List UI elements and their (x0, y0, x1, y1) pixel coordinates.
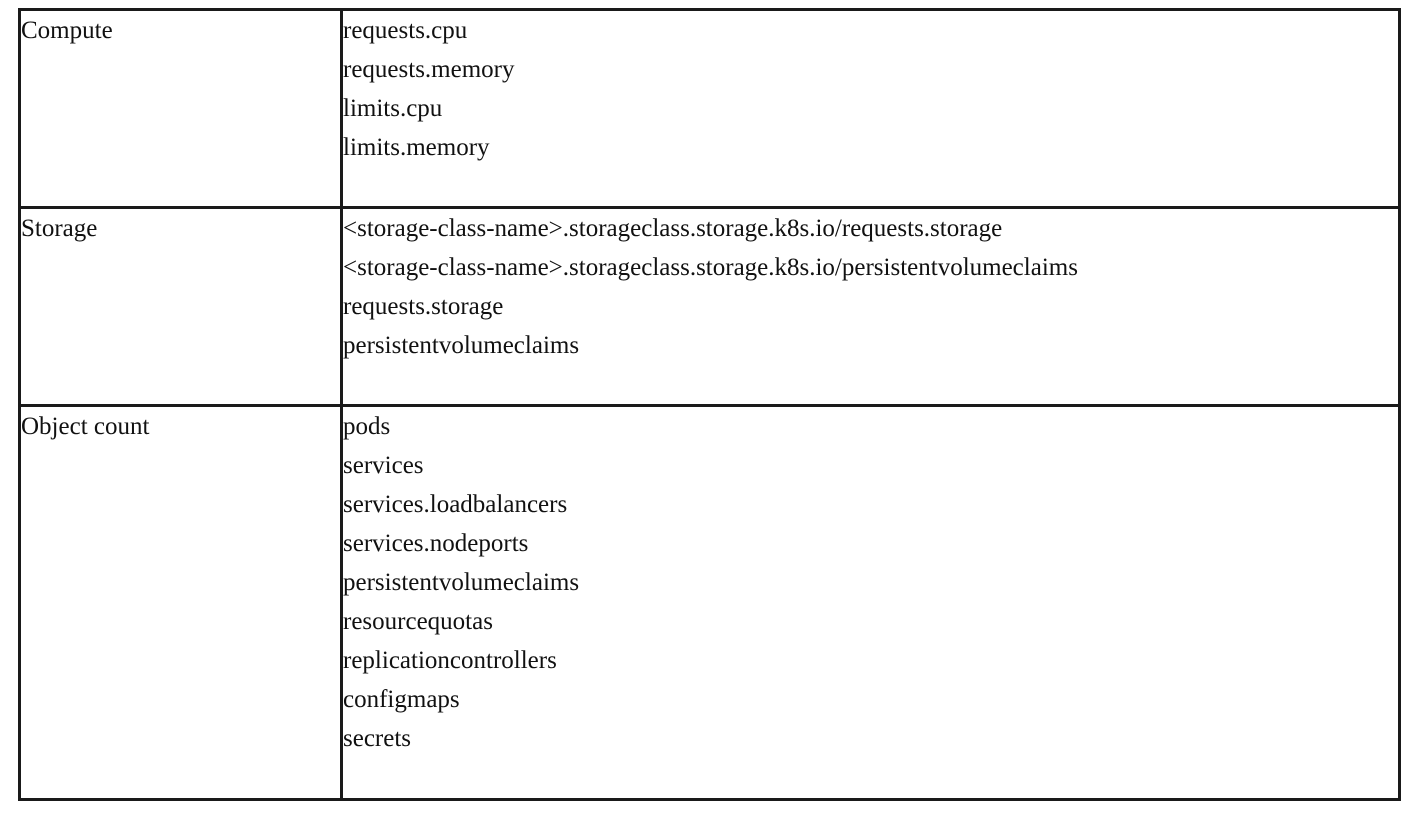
table-row-object-count: Object count pods services services.load… (18, 404, 1401, 801)
resources-cell: requests.cpu requests.memory limits.cpu … (340, 8, 1401, 209)
resource-item: requests.memory (343, 56, 515, 83)
table-row-compute: Compute requests.cpu requests.memory lim… (18, 8, 1401, 209)
category-cell: Compute (18, 8, 343, 209)
resource-item: pods (343, 413, 391, 440)
category-label: Object count (21, 413, 150, 440)
resource-item: services.loadbalancers (343, 491, 568, 518)
resource-item: services (343, 452, 424, 479)
resources-cell: pods services services.loadbalancers ser… (340, 404, 1401, 801)
resource-item: persistentvolumeclaims (343, 569, 580, 596)
category-cell: Object count (18, 404, 343, 801)
resource-item: <storage-class-name>.storageclass.storag… (343, 254, 1078, 281)
resource-item: services.nodeports (343, 530, 529, 557)
resource-item: requests.storage (343, 293, 504, 320)
resource-item: configmaps (343, 686, 460, 713)
resource-item: secrets (343, 725, 412, 752)
resource-item: requests.cpu (343, 17, 468, 44)
category-label: Storage (21, 215, 98, 242)
table-row-storage: Storage <storage-class-name>.storageclas… (18, 206, 1401, 407)
resource-item: limits.memory (343, 134, 490, 161)
resource-item: resourcequotas (343, 608, 493, 635)
resources-cell: <storage-class-name>.storageclass.storag… (340, 206, 1401, 407)
resource-item: persistentvolumeclaims (343, 332, 580, 359)
resource-item: limits.cpu (343, 95, 443, 122)
category-label: Compute (21, 17, 113, 44)
resource-item: replicationcontrollers (343, 647, 557, 674)
resource-quota-table: Compute requests.cpu requests.memory lim… (18, 8, 1401, 801)
category-cell: Storage (18, 206, 343, 407)
resource-item: <storage-class-name>.storageclass.storag… (343, 215, 1003, 242)
